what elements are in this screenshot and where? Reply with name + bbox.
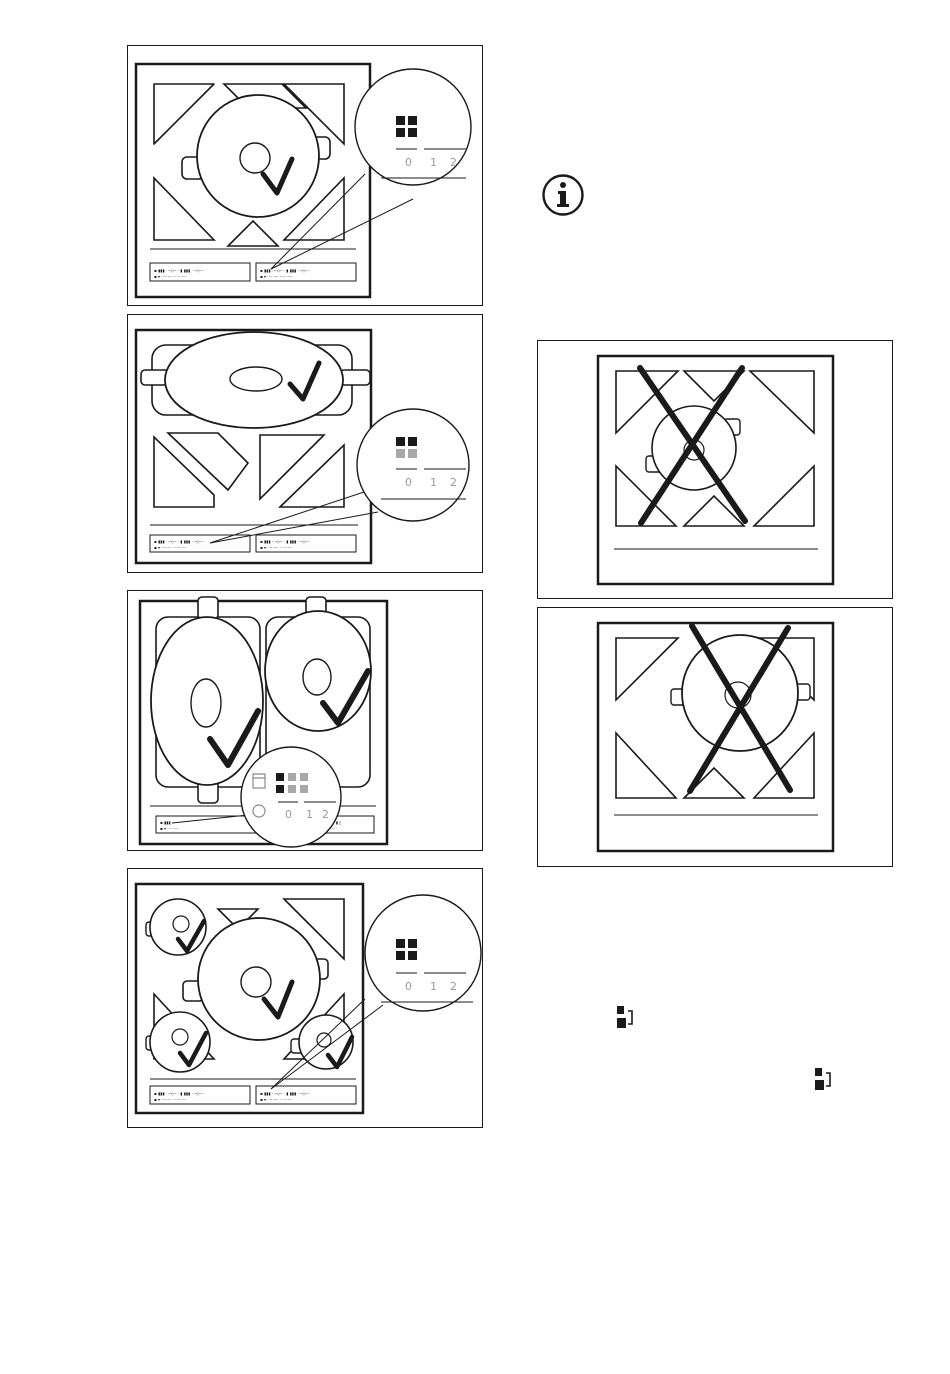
figure-pot-too-small [537,340,893,599]
hob-illustration: ▪ ▮▮▮ · ─◇─ · ▮ ▮▮▮ · ─◇─ · ▪ ▾ ········… [134,882,482,1115]
figure-pot-wrong-position [537,607,893,867]
pot-outline [149,898,207,956]
check-mark-icon [261,979,295,1020]
info-circle-icon [541,173,585,217]
scale-1: 1 [430,476,437,489]
svg-text:▪ ▮▮▮ · ─◇─ · ▮ ▮▮▮ · ─◇─ ·: ▪ ▮▮▮ · ─◇─ · ▮ ▮▮▮ · ─◇─ · [154,539,204,544]
zone-squares-icon [276,773,308,793]
svg-text:▪ ▮▮▮: ▪ ▮▮▮ [160,820,171,825]
svg-text:▪ ▾ ········· ··········: ▪ ▾ ········· ·········· [154,1097,187,1102]
magnifier-circle [356,408,470,522]
svg-text:▪ ▾ ········· ··········: ▪ ▾ ········· ·········· [154,274,187,279]
check-mark-icon [207,708,261,768]
pot-outline [298,1014,354,1070]
pot-outline [681,634,799,752]
check-mark-icon [320,668,371,726]
oval-pot-outline [164,331,344,429]
figure-oval-pot-bridge: ▪ ▮▮▮ · ─◇─ · ▮ ▮▮▮ · ─◇─ · ▪ ▾ ········… [127,314,483,573]
hob-illustration: ▪ ▮▮▮ · ─◇─ · ▮ ▮▮▮ · ─◇─ · ▪ ▾ ········… [134,62,472,299]
power-icon [252,804,266,818]
cross-mark-icon [687,623,793,794]
figure-four-pots: ▪ ▮▮▮ · ─◇─ · ▮ ▮▮▮ · ─◇─ · ▪ ▾ ········… [127,868,483,1128]
check-mark-icon [175,918,207,954]
svg-text:▪ ▮▮▮ · ─◇─ · ▮ ▮▮▮ · ─◇─ ·: ▪ ▮▮▮ · ─◇─ · ▮ ▮▮▮ · ─◇─ · [154,1091,204,1096]
check-mark-icon [287,360,322,402]
hob-illustration [596,354,835,586]
scale-2: 2 [450,476,457,489]
scale-2: 2 [450,156,457,169]
bridge-zone-icon [813,1067,835,1093]
svg-text:▪ ▾ ········· ··········: ▪ ▾ ········· ·········· [260,1097,293,1102]
svg-text:▪ ▾ ········· ··········: ▪ ▾ ········· ·········· [260,545,293,550]
svg-text:▪ ▾ ········· ··········: ▪ ▾ ········· ·········· [154,545,187,550]
hob-illustration: ▪ ▮▮▮ ▪ ▾ ········· ─◇─ · ▮ ▯ ··········… [138,596,389,848]
zone-squares-icon [396,939,417,960]
scale-1: 1 [430,980,437,993]
hob-illustration [596,621,835,853]
scale-2: 2 [450,980,457,993]
pot-outline [197,917,321,1041]
svg-text:▪ ▾ ·········: ▪ ▾ ········· [160,826,179,831]
check-mark-icon [325,1034,355,1070]
check-mark-icon [260,156,295,196]
scale-1: 1 [306,808,313,821]
svg-text:▪ ▮▮▮ · ─◇─ · ▮ ▮▮▮ · ─◇─ ·: ▪ ▮▮▮ · ─◇─ · ▮ ▮▮▮ · ─◇─ · [154,268,204,273]
zone-squares-icon [396,116,417,137]
scale-0: 0 [405,980,412,993]
magnifier-circle [354,68,472,186]
magnifier-circle [364,894,482,1012]
figure-two-oval-pots: ▪ ▮▮▮ ▪ ▾ ········· ─◇─ · ▮ ▯ ··········… [127,590,483,851]
scale-0: 0 [405,476,412,489]
scale-1: 1 [430,156,437,169]
pot-outline [196,94,320,218]
pot-outline [264,610,372,732]
timer-icon [252,773,266,789]
svg-text:▪ ▾ ········· ··········: ▪ ▾ ········· ·········· [260,274,293,279]
check-mark-icon [177,1030,209,1068]
bridge-zone-icon [615,1005,637,1031]
hob-illustration: ▪ ▮▮▮ · ─◇─ · ▮ ▮▮▮ · ─◇─ · ▪ ▾ ········… [134,328,470,565]
svg-text:▪ ▮▮▮ · ─◇─ · ▮ ▮▮▮ · ─◇─ ·: ▪ ▮▮▮ · ─◇─ · ▮ ▮▮▮ · ─◇─ · [260,539,310,544]
cooking-zone-outlines [615,370,815,527]
svg-text:▪ ▮▮▮ · ─◇─ · ▮ ▮▮▮ · ─◇─ ·: ▪ ▮▮▮ · ─◇─ · ▮ ▮▮▮ · ─◇─ · [260,1091,310,1096]
scale-0: 0 [405,156,412,169]
scale-0: 0 [285,808,292,821]
svg-text:▪ ▮▮▮ · ─◇─ · ▮ ▮▮▮ · ─◇─ ·: ▪ ▮▮▮ · ─◇─ · ▮ ▮▮▮ · ─◇─ · [260,268,310,273]
cross-mark-icon [637,365,748,526]
scale-2: 2 [322,808,329,821]
zone-squares-icon [396,437,417,458]
figure-single-large-pot: ▪ ▮▮▮ · ─◇─ · ▮ ▮▮▮ · ─◇─ · ▪ ▾ ········… [127,45,483,306]
magnifier-circle [240,746,342,848]
oval-pot-outline [150,616,264,786]
